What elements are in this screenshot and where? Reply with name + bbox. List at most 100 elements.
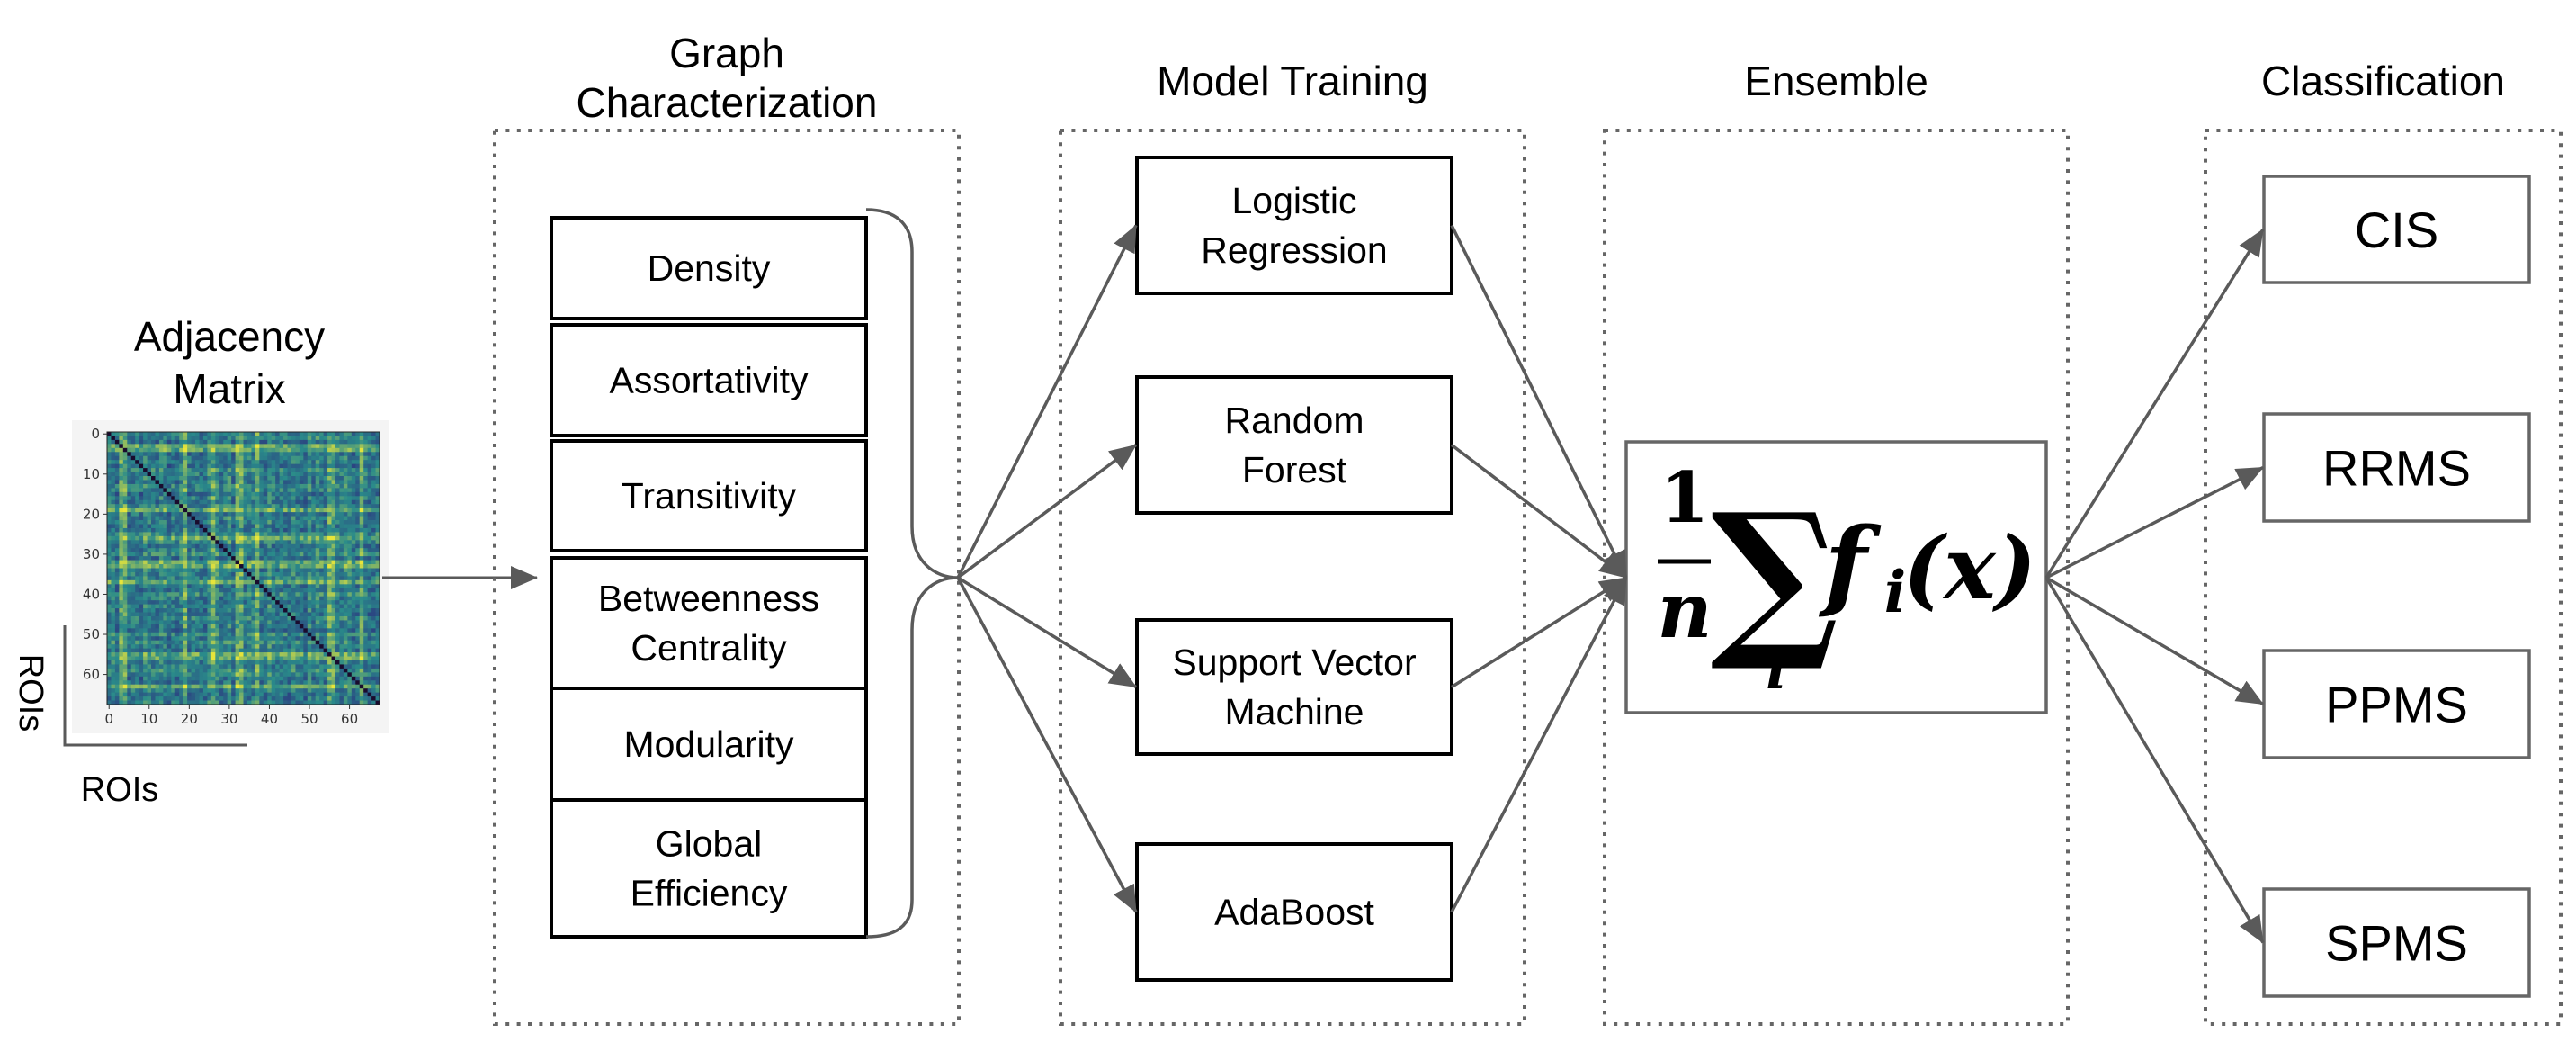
heatmap-cell <box>166 540 172 545</box>
heatmap-cell <box>130 612 136 617</box>
heatmap-cell <box>351 543 356 549</box>
heatmap-cell <box>327 684 332 689</box>
heatmap-cell <box>303 592 309 597</box>
heatmap-cell <box>127 520 132 525</box>
heatmap-cell <box>166 560 172 565</box>
heatmap-cell <box>151 692 156 697</box>
heatmap-cell <box>119 444 124 449</box>
heatmap-cell <box>163 672 168 678</box>
heatmap-cell <box>347 483 353 489</box>
heatmap-cell <box>195 455 200 461</box>
heatmap-cell <box>315 496 320 501</box>
heatmap-cell <box>139 548 144 553</box>
heatmap-cell <box>166 676 172 681</box>
heatmap-cell <box>231 696 236 701</box>
heatmap-cell <box>219 652 224 657</box>
heatmap-cell <box>351 436 356 441</box>
heatmap-cell <box>299 476 304 481</box>
heatmap-cell <box>243 632 248 637</box>
heatmap-cell <box>291 516 296 521</box>
heatmap-cell <box>235 612 240 617</box>
heatmap-cell <box>287 463 292 469</box>
heatmap-cell <box>307 648 312 653</box>
heatmap-cell <box>127 571 132 577</box>
heatmap-cell <box>367 584 372 589</box>
heatmap-cell <box>267 579 273 585</box>
heatmap-cell <box>319 680 325 686</box>
heatmap-cell <box>303 676 309 681</box>
heatmap-cell <box>315 584 320 589</box>
heatmap-cell <box>127 480 132 485</box>
heatmap-cell <box>267 596 273 601</box>
heatmap-cell <box>210 512 216 517</box>
heatmap-cell <box>223 620 228 625</box>
heatmap-cell <box>166 520 172 525</box>
heatmap-cell <box>259 439 264 445</box>
heatmap-cell <box>279 571 284 577</box>
heatmap-cell <box>283 576 288 581</box>
heatmap-cell <box>295 576 300 581</box>
heatmap-cell <box>215 483 220 489</box>
heatmap-cell <box>163 620 168 625</box>
heatmap-cell <box>255 543 260 549</box>
heatmap-cell <box>199 571 204 577</box>
heatmap-cell <box>139 452 144 457</box>
heatmap-cell <box>199 444 204 449</box>
heatmap-cell <box>283 444 288 449</box>
heatmap-cell <box>155 508 160 513</box>
heatmap-cell <box>327 668 332 673</box>
heatmap-cell <box>191 556 196 561</box>
heatmap-cell <box>339 664 344 669</box>
heatmap-cell <box>174 439 180 445</box>
heatmap-cell <box>295 688 300 694</box>
heatmap-cell <box>127 476 132 481</box>
heatmap-cell <box>143 480 148 485</box>
heatmap-cell <box>243 644 248 650</box>
heatmap-cell <box>255 524 260 529</box>
heatmap-cell <box>179 628 184 633</box>
heatmap-cell <box>347 452 353 457</box>
heatmap-cell <box>279 620 284 625</box>
heatmap-cell <box>166 612 172 617</box>
heatmap-cell <box>251 439 256 445</box>
heatmap-cell <box>183 496 188 501</box>
heatmap-cell <box>166 508 172 513</box>
heatmap-cell <box>343 524 348 529</box>
heatmap-cell <box>263 579 268 585</box>
heatmap-cell <box>231 496 236 501</box>
heatmap-cell <box>323 571 328 577</box>
heatmap-cell <box>367 444 372 449</box>
heatmap-cell <box>171 628 176 633</box>
heatmap-cell <box>151 527 156 533</box>
heatmap-cell <box>331 504 336 509</box>
heatmap-cell <box>151 491 156 497</box>
heatmap-cell <box>155 439 160 445</box>
heatmap-cell <box>375 596 380 601</box>
heatmap-cell <box>183 468 188 472</box>
heatmap-cell <box>315 640 320 645</box>
heatmap-cell <box>210 496 216 501</box>
heatmap-cell <box>259 540 264 545</box>
heatmap-cell <box>271 648 276 653</box>
heatmap-cell <box>135 579 140 585</box>
heatmap-cell <box>119 460 124 465</box>
heatmap-cell <box>143 548 148 553</box>
heatmap-cell <box>122 552 128 557</box>
heatmap-cell <box>215 488 220 493</box>
heatmap-cell <box>179 504 184 509</box>
heatmap-cell <box>114 476 120 481</box>
heatmap-cell <box>263 532 268 537</box>
heatmap-cell <box>202 483 208 489</box>
heatmap-cell <box>171 615 176 621</box>
heatmap-cell <box>343 668 348 673</box>
heatmap-cell <box>347 455 353 461</box>
heatmap-cell <box>251 452 256 457</box>
heatmap-cell <box>183 596 188 601</box>
heatmap-cell <box>151 688 156 694</box>
feature-box-modularity: Modularity <box>550 687 868 802</box>
heatmap-cell <box>119 524 124 529</box>
heatmap-cell <box>323 552 328 557</box>
heatmap-cell <box>323 499 328 505</box>
heatmap-cell <box>158 496 164 501</box>
heatmap-cell <box>174 447 180 453</box>
